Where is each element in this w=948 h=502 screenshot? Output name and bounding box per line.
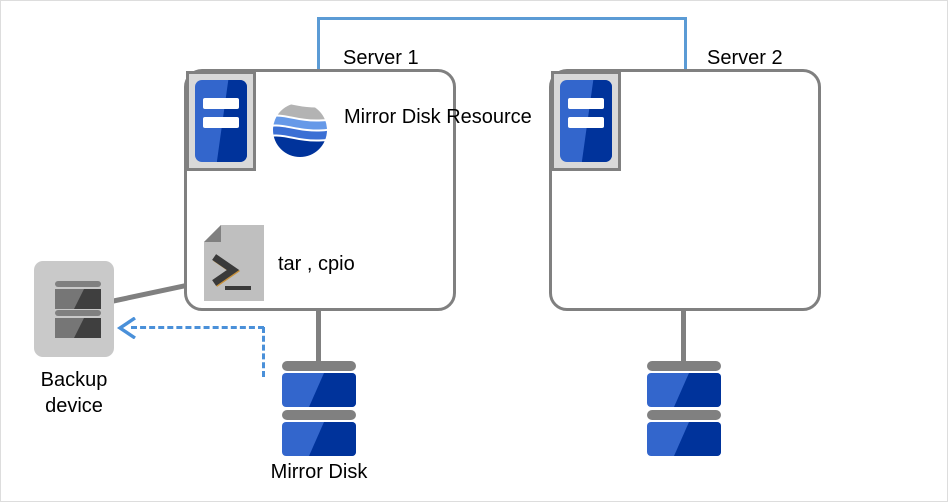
server-1-box[interactable]: Mirror Disk Resource tar , cpio (184, 69, 532, 311)
interconnect-line (317, 17, 687, 73)
backup-arrow-horizontal-segment (131, 326, 264, 329)
server-2-label: Server 2 (707, 47, 783, 69)
backup-arrow-vertical-segment (262, 327, 265, 377)
server-computer-icon (186, 71, 256, 171)
server-computer-icon (551, 71, 621, 171)
server-2-box[interactable] (549, 69, 821, 311)
mirror-disk-1-icon[interactable] (277, 361, 361, 465)
mirror-disk-1-label: Mirror Disk (270, 461, 368, 483)
backup-arrow-head-icon (116, 317, 136, 339)
backup-device-icon[interactable] (34, 261, 114, 357)
globe-icon (272, 102, 328, 158)
mirror-disk-2-icon[interactable] (642, 361, 726, 465)
server-1-to-disk-connector (316, 309, 321, 365)
server-2-to-disk-connector (681, 309, 686, 365)
backup-tools-label: tar , cpio (278, 253, 355, 275)
script-document-icon (203, 224, 265, 302)
backup-device-label-line-2: device (45, 395, 103, 417)
mirror-disk-resource-label: Mirror Disk Resource (344, 106, 532, 128)
server-1-label: Server 1 (343, 47, 419, 69)
server-1-to-backup-device-connector (110, 282, 192, 304)
backup-device-label-line-1: Backup (40, 369, 108, 391)
